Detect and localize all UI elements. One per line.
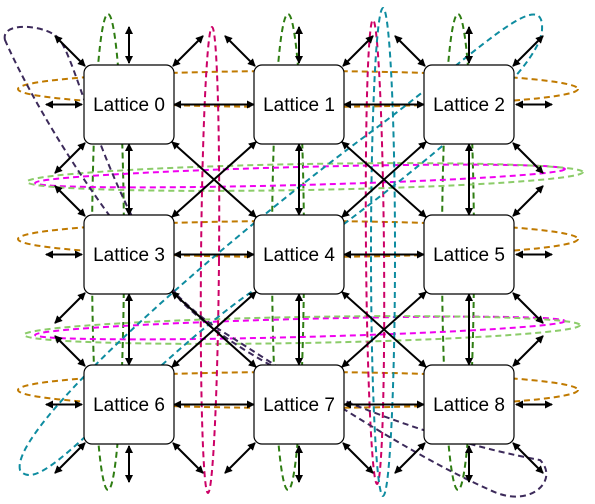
- wrap-arrow-down-left: [54, 142, 86, 174]
- wrap-arrow-up-right: [342, 35, 374, 67]
- lattice-node-label: Lattice 5: [433, 245, 505, 266]
- lattice-node-0: Lattice 0: [83, 64, 175, 145]
- edge-arrow-5-7: [341, 291, 427, 368]
- wrap-arrow-up-left: [54, 185, 86, 217]
- lattice-node-box: [423, 364, 515, 445]
- crimson-wrap-loop-0: [199, 26, 221, 494]
- wrap-arrow-up-left: [394, 35, 426, 67]
- wrap-arrow-up-left: [224, 35, 256, 67]
- lattice-node-box: [83, 364, 175, 445]
- wrap-arrow-up-right: [512, 185, 544, 217]
- wrap-arrow-down-left: [54, 442, 86, 474]
- wrap-arrow-up-left: [54, 35, 86, 67]
- lattice-node-7: Lattice 7: [253, 364, 345, 445]
- lattice-node-box: [83, 64, 175, 145]
- wrap-arrow-down-left: [394, 442, 426, 474]
- lattice-node-label: Lattice 2: [433, 95, 505, 116]
- lattice-node-box: [423, 64, 515, 145]
- wrap-arrow-up-left: [54, 335, 86, 367]
- lattice-node-box: [83, 214, 175, 295]
- lattice-node-2: Lattice 2: [423, 64, 515, 145]
- lattice-node-label: Lattice 3: [93, 245, 165, 266]
- wrap-arrow-down-right: [512, 442, 544, 474]
- wrap-arrow-down-left: [224, 442, 256, 474]
- lattice-node-label: Lattice 6: [93, 395, 165, 416]
- lattice-node-label: Lattice 1: [263, 95, 335, 116]
- lattice-node-box: [423, 214, 515, 295]
- wrap-arrow-down-right: [342, 442, 374, 474]
- edge-arrow-2-4: [341, 141, 427, 218]
- lattice-node-label: Lattice 0: [93, 95, 165, 116]
- lattice-node-8: Lattice 8: [423, 364, 515, 445]
- diagonal-wrap-loop-green-0: [26, 162, 584, 192]
- lattice-node-label: Lattice 7: [263, 395, 335, 416]
- diagonal-wrap-loop-green-1: [23, 315, 581, 345]
- edge-arrow-1-3: [171, 141, 257, 218]
- lattice-node-box: [253, 64, 345, 145]
- teal-wrap-loop-1: [18, 13, 544, 477]
- lattice-node-box: [253, 364, 345, 445]
- wrap-arrow-down-right: [172, 442, 204, 474]
- edge-arrow-4-6: [171, 291, 257, 368]
- nodes: Lattice 0 Lattice 1 Lattice 2 Lattice 3 …: [83, 64, 515, 445]
- wrap-arrow-up-right: [172, 35, 204, 67]
- lattice-node-3: Lattice 3: [83, 214, 175, 295]
- edges: [125, 100, 473, 409]
- wrap-arrow-down-right: [512, 292, 544, 324]
- lattice-node-4: Lattice 4: [253, 214, 345, 295]
- lattice-node-label: Lattice 8: [433, 395, 505, 416]
- lattice-node-5: Lattice 5: [423, 214, 515, 295]
- wrap-arrow-up-right: [512, 35, 544, 67]
- lattice-node-1: Lattice 1: [253, 64, 345, 145]
- wrap-arrow-down-right: [512, 142, 544, 174]
- lattice-node-box: [253, 214, 345, 295]
- wrap-arrow-down-left: [54, 292, 86, 324]
- lattice-node-6: Lattice 6: [83, 364, 175, 445]
- external-arrows: [45, 26, 553, 483]
- lattice-node-label: Lattice 4: [263, 245, 335, 266]
- wrap-arrow-up-right: [512, 335, 544, 367]
